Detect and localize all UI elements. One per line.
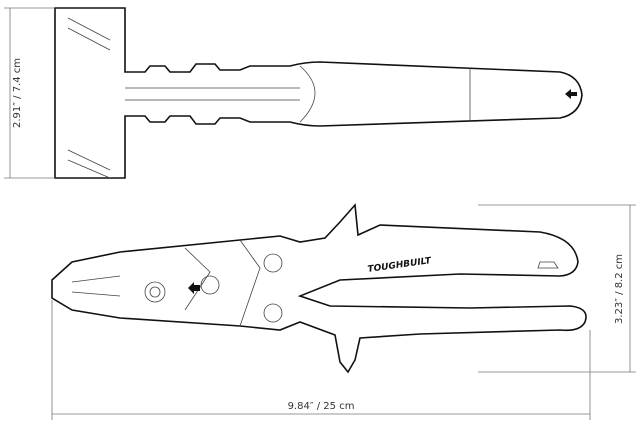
height-dimension-side: 3.23″ / 8.2 cm: [478, 204, 636, 373]
arrow-icon: [565, 89, 577, 99]
dim-length-label: 9.84″ / 25 cm: [288, 401, 355, 412]
arrow-icon: [188, 282, 200, 294]
side-view-pliers: TOUGHBUILT: [51, 203, 587, 374]
length-dimension: 9.84″ / 25 cm: [51, 300, 591, 420]
height-dimension-top: 2.91″ / 7.4 cm: [4, 7, 55, 179]
dim-side-height-label: 3.23″ / 8.2 cm: [614, 254, 625, 324]
brand-logo: TOUGHBUILT: [367, 256, 433, 275]
top-view-pliers: [54, 7, 583, 179]
dim-top-view-label: 2.91″ / 7.4 cm: [12, 58, 23, 128]
